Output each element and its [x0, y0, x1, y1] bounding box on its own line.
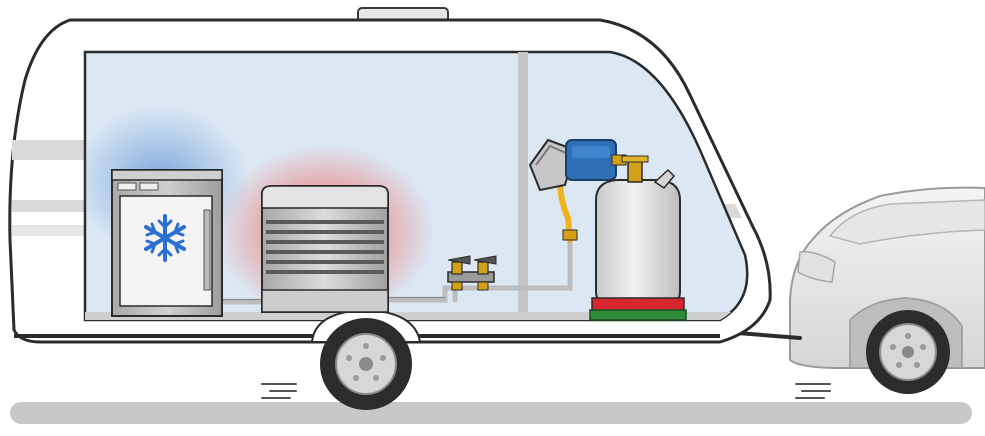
ground-road [10, 402, 972, 424]
towing-car [789, 186, 985, 394]
gas-bottle [589, 155, 687, 321]
valve-icon [447, 255, 497, 291]
motion-lines-right [795, 383, 831, 399]
snowflake-icon [144, 214, 186, 262]
bottle-base-green [589, 309, 687, 321]
gas-regulator [528, 138, 627, 192]
fridge [111, 169, 223, 317]
side-stripe [12, 140, 90, 160]
caravan-wheel [310, 308, 422, 410]
motion-lines-left [261, 383, 297, 399]
heater [261, 185, 389, 313]
